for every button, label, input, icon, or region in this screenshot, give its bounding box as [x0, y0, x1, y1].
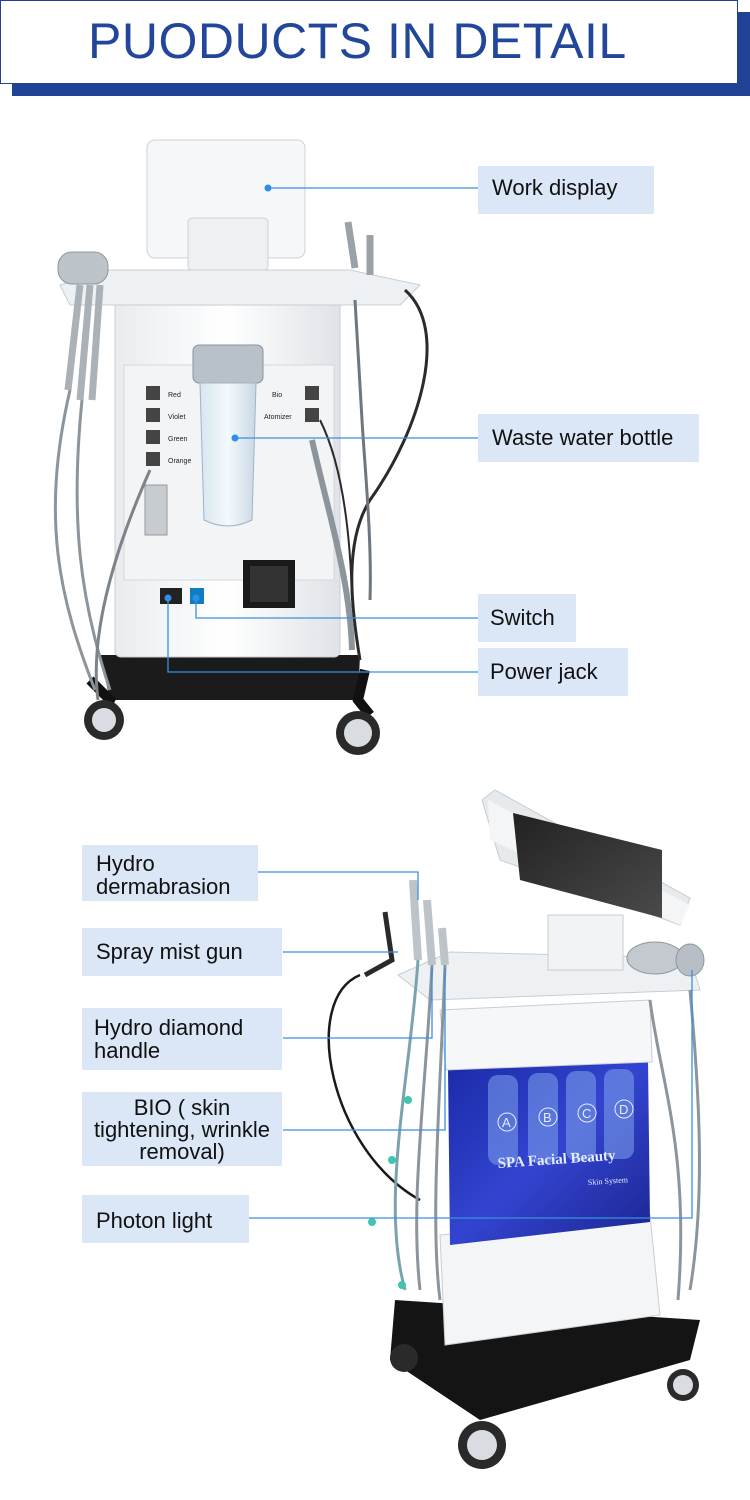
machine-front-view [327, 789, 705, 1469]
panel-label-bio: Bio [272, 392, 282, 399]
callout-switch: Switch [478, 594, 576, 642]
panel-labels: Red Violet Green Orange Bio Atomizer [168, 392, 292, 465]
callout-spray-mist-gun: Spray mist gun [82, 928, 282, 976]
bottle-letter-d: D [619, 1102, 628, 1117]
panel-label-green: Green [168, 436, 188, 443]
header-banner [0, 0, 738, 84]
panel-label-orange: Orange [168, 458, 191, 465]
callout-hydro-dermabrasion: Hydro dermabrasion [82, 845, 258, 901]
bottle-letter-c: C [582, 1106, 591, 1121]
bottle-letter-b: B [543, 1110, 552, 1125]
bottle-letters: A B C D [497, 1099, 634, 1132]
leader-lines-back [164, 184, 478, 673]
panel-label-violet: Violet [168, 414, 185, 421]
callout-bio: BIO ( skin tightening, wrinkle removal) [82, 1092, 282, 1166]
panel-label-atomizer: Atomizer [264, 414, 292, 421]
bottle-letter-a: A [502, 1115, 511, 1130]
page-title: PUODUCTS IN DETAIL [88, 13, 627, 69]
callout-waste-water-bottle: Waste water bottle [478, 414, 699, 462]
callout-photon-light: Photon light [82, 1195, 249, 1243]
tank-sub-brand: Skin System [588, 1175, 630, 1187]
panel-label-red: Red [168, 392, 181, 399]
callout-work-display: Work display [478, 166, 654, 214]
callout-power-jack: Power jack [478, 648, 628, 696]
machine-back-view [53, 139, 429, 755]
leader-lines-front [248, 871, 693, 1219]
callout-hydro-diamond-handle: Hydro diamond handle [82, 1008, 282, 1070]
